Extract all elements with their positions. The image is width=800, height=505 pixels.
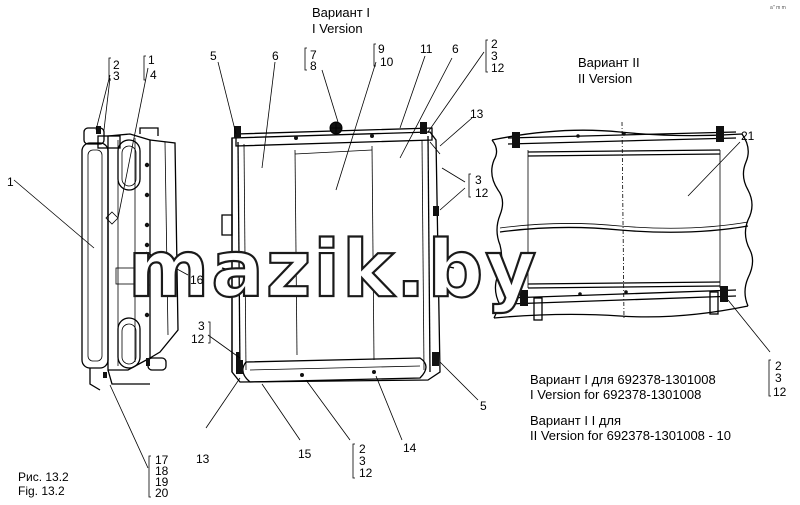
label-brackets [108,39,771,498]
part-label: 4 [150,68,157,82]
part-label: 15 [298,447,312,461]
part-label: 12 [773,385,787,399]
part-label: 3 [359,454,366,468]
part-label: 2 [775,359,782,373]
part-label: 17 [155,453,169,467]
part-label: 10 [380,55,394,69]
part-label: 2 [491,37,498,51]
version-note-1: Вариант I для 692378-1301008 [530,372,716,387]
part-label: 11 [420,42,433,56]
part-label: 6 [272,49,279,63]
variant1-title-ru: Вариант I [312,5,370,20]
watermark: mazik.by [128,225,538,315]
part-label: 12 [191,332,205,346]
version-note-2: I Version for 692378-1301008 [530,387,701,402]
part-label: 16 [190,273,204,287]
part-label: 12 [475,186,489,200]
part-label: 7 [310,48,317,62]
part-label: 13 [196,452,210,466]
side-view-drawing [81,126,179,391]
part-label: 12 [491,61,505,75]
variant2-title-en: II Version [578,71,632,86]
leader-lines [13,51,771,469]
part-label: 2 [113,58,120,72]
part-label: 5 [210,49,217,63]
version-note-4: II Version for 692378-1301008 - 10 [530,428,731,443]
part-label: 6 [452,42,459,56]
part-label: 1 [7,175,14,189]
variant1-title-en: I Version [312,21,363,36]
part-label: 3 [775,371,782,385]
part-label: 21 [741,129,755,143]
part-labels: 2 3 1 4 1 16 17 18 19 20 5 6 7 8 9 10 11… [7,37,787,500]
version-note-3: Вариант I I для [530,413,621,428]
part-label: 5 [480,399,487,413]
part-label: 20 [155,486,169,500]
part-label: 14 [403,441,417,455]
part-label: 19 [155,475,169,489]
part-label: 9 [378,42,385,56]
variant2-drawing [491,121,754,321]
front-view-drawing [221,121,455,383]
part-label: 3 [491,49,498,63]
part-label: 3 [113,69,120,83]
part-label: 3 [198,319,205,333]
part-label: 13 [470,107,484,121]
part-label: 2 [359,442,366,456]
part-label: 1 [148,53,155,67]
part-label: 12 [359,466,373,480]
part-label: 3 [475,173,482,187]
figure-caption-ru: Рис. 13.2 [18,470,69,484]
corner-mark: a'' m m [770,5,786,11]
figure-caption-en: Fig. 13.2 [18,484,65,498]
part-label: 18 [155,464,169,478]
part-label: 8 [310,59,317,73]
variant2-title-ru: Вариант II [578,55,640,70]
